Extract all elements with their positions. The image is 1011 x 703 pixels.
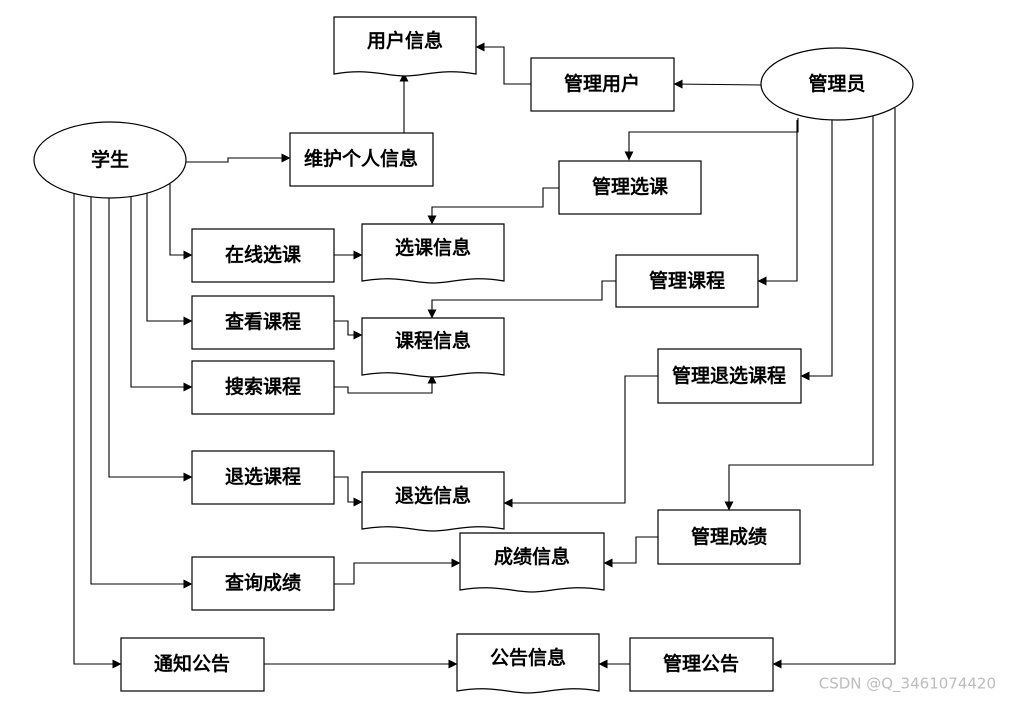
edge-student-to-online-select bbox=[169, 184, 193, 260]
process-manage-grade: 管理成绩 bbox=[657, 509, 801, 565]
process-manage-user: 管理用户 bbox=[530, 57, 675, 112]
edge-manage-drop-to-drop-info bbox=[503, 375, 658, 508]
process-drop-course-label: 退选课程 bbox=[225, 466, 301, 488]
store-user-info-label: 用户信息 bbox=[367, 29, 443, 52]
process-view-course-label: 查看课程 bbox=[224, 310, 301, 333]
edge-student-to-drop-course bbox=[108, 198, 193, 482]
edge-manage-selection-to-selection-info bbox=[427, 187, 559, 225]
edge-admin-to-manage-course bbox=[757, 120, 798, 286]
process-manage-user-label: 管理用户 bbox=[564, 72, 640, 95]
process-online-select: 在线选课 bbox=[191, 228, 335, 283]
store-grade-info-label: 成绩信息 bbox=[494, 545, 570, 568]
process-manage-drop-label: 管理退选课程 bbox=[672, 364, 786, 387]
process-manage-course-label: 管理课程 bbox=[649, 269, 725, 292]
process-drop-course: 退选课程 bbox=[191, 450, 335, 505]
process-search-course-label: 搜索课程 bbox=[225, 375, 301, 398]
store-selection-info: 选课信息 bbox=[361, 223, 505, 284]
edge-search-course-to-course-info bbox=[334, 374, 437, 394]
process-notice: 通知公告 bbox=[120, 637, 265, 692]
edges bbox=[73, 42, 896, 669]
process-manage-notice-label: 管理公告 bbox=[663, 652, 739, 675]
store-notice-info: 公告信息 bbox=[456, 633, 600, 694]
edge-manage-course-to-course-info bbox=[427, 280, 616, 319]
process-manage-selection-label: 管理选课 bbox=[592, 175, 669, 198]
store-user-info: 用户信息 bbox=[333, 16, 477, 77]
process-online-select-label: 在线选课 bbox=[225, 243, 302, 266]
edge-drop-course-to-drop-info bbox=[334, 476, 363, 507]
process-maintain-profile-label: 维护个人信息 bbox=[304, 147, 418, 170]
edge-student-to-notice bbox=[73, 194, 122, 669]
watermark-text: CSDN @Q_3461074420 bbox=[819, 675, 996, 694]
process-search-course: 搜索课程 bbox=[191, 360, 335, 415]
edge-student-to-search-course bbox=[130, 197, 193, 392]
store-grade-info: 成绩信息 bbox=[459, 532, 605, 593]
entity-student: 学生 bbox=[33, 121, 187, 199]
store-course-info: 课程信息 bbox=[361, 317, 505, 378]
process-manage-grade-label: 管理成绩 bbox=[691, 525, 767, 548]
store-selection-info-label: 选课信息 bbox=[395, 236, 471, 259]
store-notice-info-label: 公告信息 bbox=[490, 646, 566, 669]
edge-admin-to-manage-drop bbox=[800, 120, 833, 381]
process-manage-drop: 管理退选课程 bbox=[657, 348, 802, 404]
process-manage-notice: 管理公告 bbox=[629, 637, 774, 692]
entity-student-label: 学生 bbox=[91, 148, 129, 171]
edge-query-grade-to-grade-info bbox=[334, 558, 461, 585]
edge-admin-to-manage-notice bbox=[772, 108, 896, 669]
process-manage-selection: 管理选课 bbox=[558, 160, 702, 215]
edge-student-to-query-grade bbox=[90, 197, 193, 589]
edge-student-to-view-course bbox=[146, 193, 193, 326]
process-maintain-profile: 维护个人信息 bbox=[289, 132, 434, 187]
entity-admin-label: 管理员 bbox=[808, 72, 865, 95]
edge-manage-user-to-user-info bbox=[475, 42, 531, 85]
edge-admin-to-manage-grade bbox=[724, 116, 874, 511]
process-view-course: 查看课程 bbox=[191, 295, 335, 350]
edge-manage-grade-to-grade-info bbox=[603, 536, 658, 568]
edge-student-to-maintain-profile bbox=[186, 153, 291, 163]
process-query-grade: 查询成绩 bbox=[191, 556, 335, 611]
edge-view-course-to-course-info bbox=[334, 320, 363, 340]
edge-admin-to-manage-user bbox=[673, 79, 763, 89]
process-manage-course: 管理课程 bbox=[615, 254, 759, 308]
store-course-info-label: 课程信息 bbox=[395, 329, 471, 352]
store-drop-info-label: 退选信息 bbox=[395, 484, 471, 507]
entity-admin: 管理员 bbox=[760, 47, 914, 121]
store-drop-info: 退选信息 bbox=[361, 471, 505, 532]
process-notice-label: 通知公告 bbox=[154, 652, 230, 675]
process-query-grade-label: 查询成绩 bbox=[224, 571, 301, 594]
edge-admin-to-manage-selection bbox=[624, 118, 799, 161]
